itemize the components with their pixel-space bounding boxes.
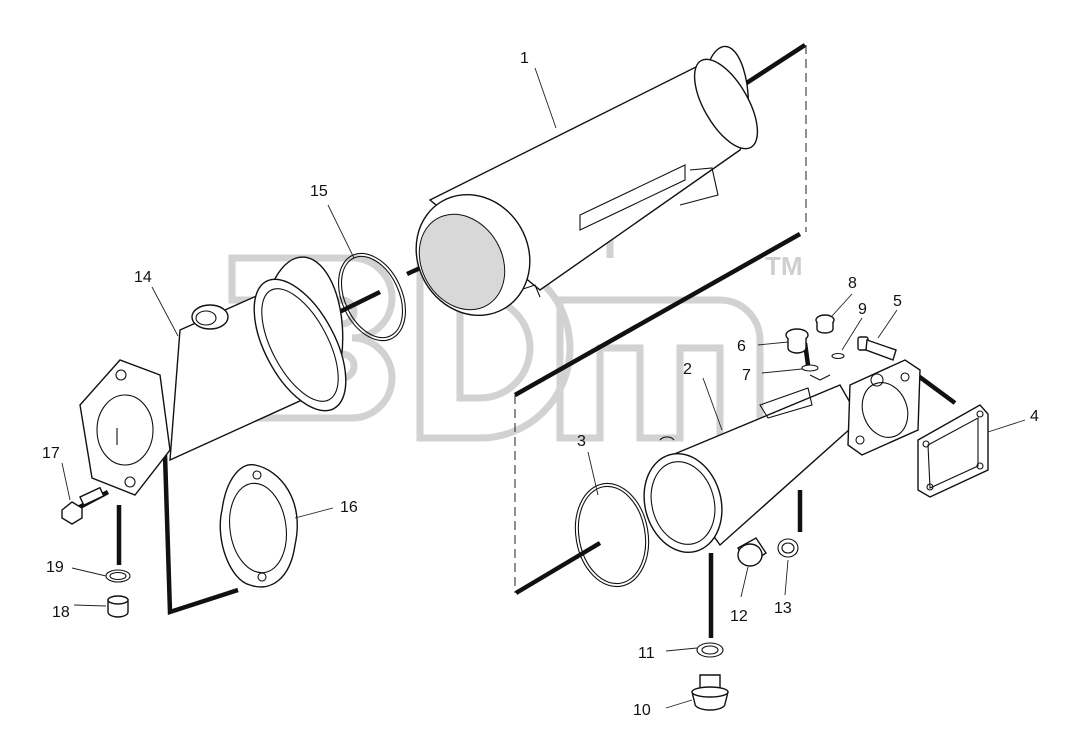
part-6-plug (785, 328, 809, 354)
part-7-washer (801, 364, 819, 372)
callout-labels: 1 2 3 4 5 6 7 8 9 10 11 12 13 14 15 16 1… (42, 50, 1039, 719)
callout-18: 18 (52, 604, 70, 621)
callout-8: 8 (848, 275, 857, 292)
dashed-guides (514, 45, 807, 593)
callout-12: 12 (730, 608, 748, 625)
part-11-washer (696, 642, 724, 658)
part-12-plug (737, 537, 767, 567)
callout-6: 6 (737, 338, 746, 355)
callout-17: 17 (42, 445, 60, 462)
callout-5: 5 (893, 293, 902, 310)
part-10-drain-plug (691, 674, 729, 711)
part-8-cap (815, 314, 835, 334)
callout-15: 15 (310, 183, 328, 200)
watermark-tm: TM (765, 251, 803, 281)
part-17-bolt (61, 486, 105, 525)
callout-2: 2 (683, 361, 692, 378)
part-18-plug (107, 595, 129, 618)
leader-lines (61, 67, 1026, 709)
callout-19: 19 (46, 559, 64, 576)
callout-9: 9 (858, 301, 867, 318)
part-1-housing (415, 45, 759, 317)
part-16-gasket (219, 464, 298, 588)
part-4-gasket (917, 404, 989, 498)
part-19-washer (105, 569, 131, 583)
callout-4: 4 (1030, 408, 1039, 425)
callout-16: 16 (340, 499, 358, 516)
callout-13: 13 (774, 600, 792, 617)
callout-7: 7 (742, 367, 751, 384)
callout-11: 11 (638, 645, 655, 662)
callout-14: 14 (134, 269, 152, 286)
callout-10: 10 (633, 702, 651, 719)
part-2-cooler-body (643, 359, 921, 553)
part-14-elbow (79, 256, 347, 496)
part-9-washer (831, 352, 845, 360)
part-13-washer (777, 538, 799, 558)
callout-1: 1 (520, 50, 529, 67)
part-5-bolt (857, 336, 897, 361)
part-3-o-ring (574, 482, 650, 588)
callout-3: 3 (577, 433, 586, 450)
